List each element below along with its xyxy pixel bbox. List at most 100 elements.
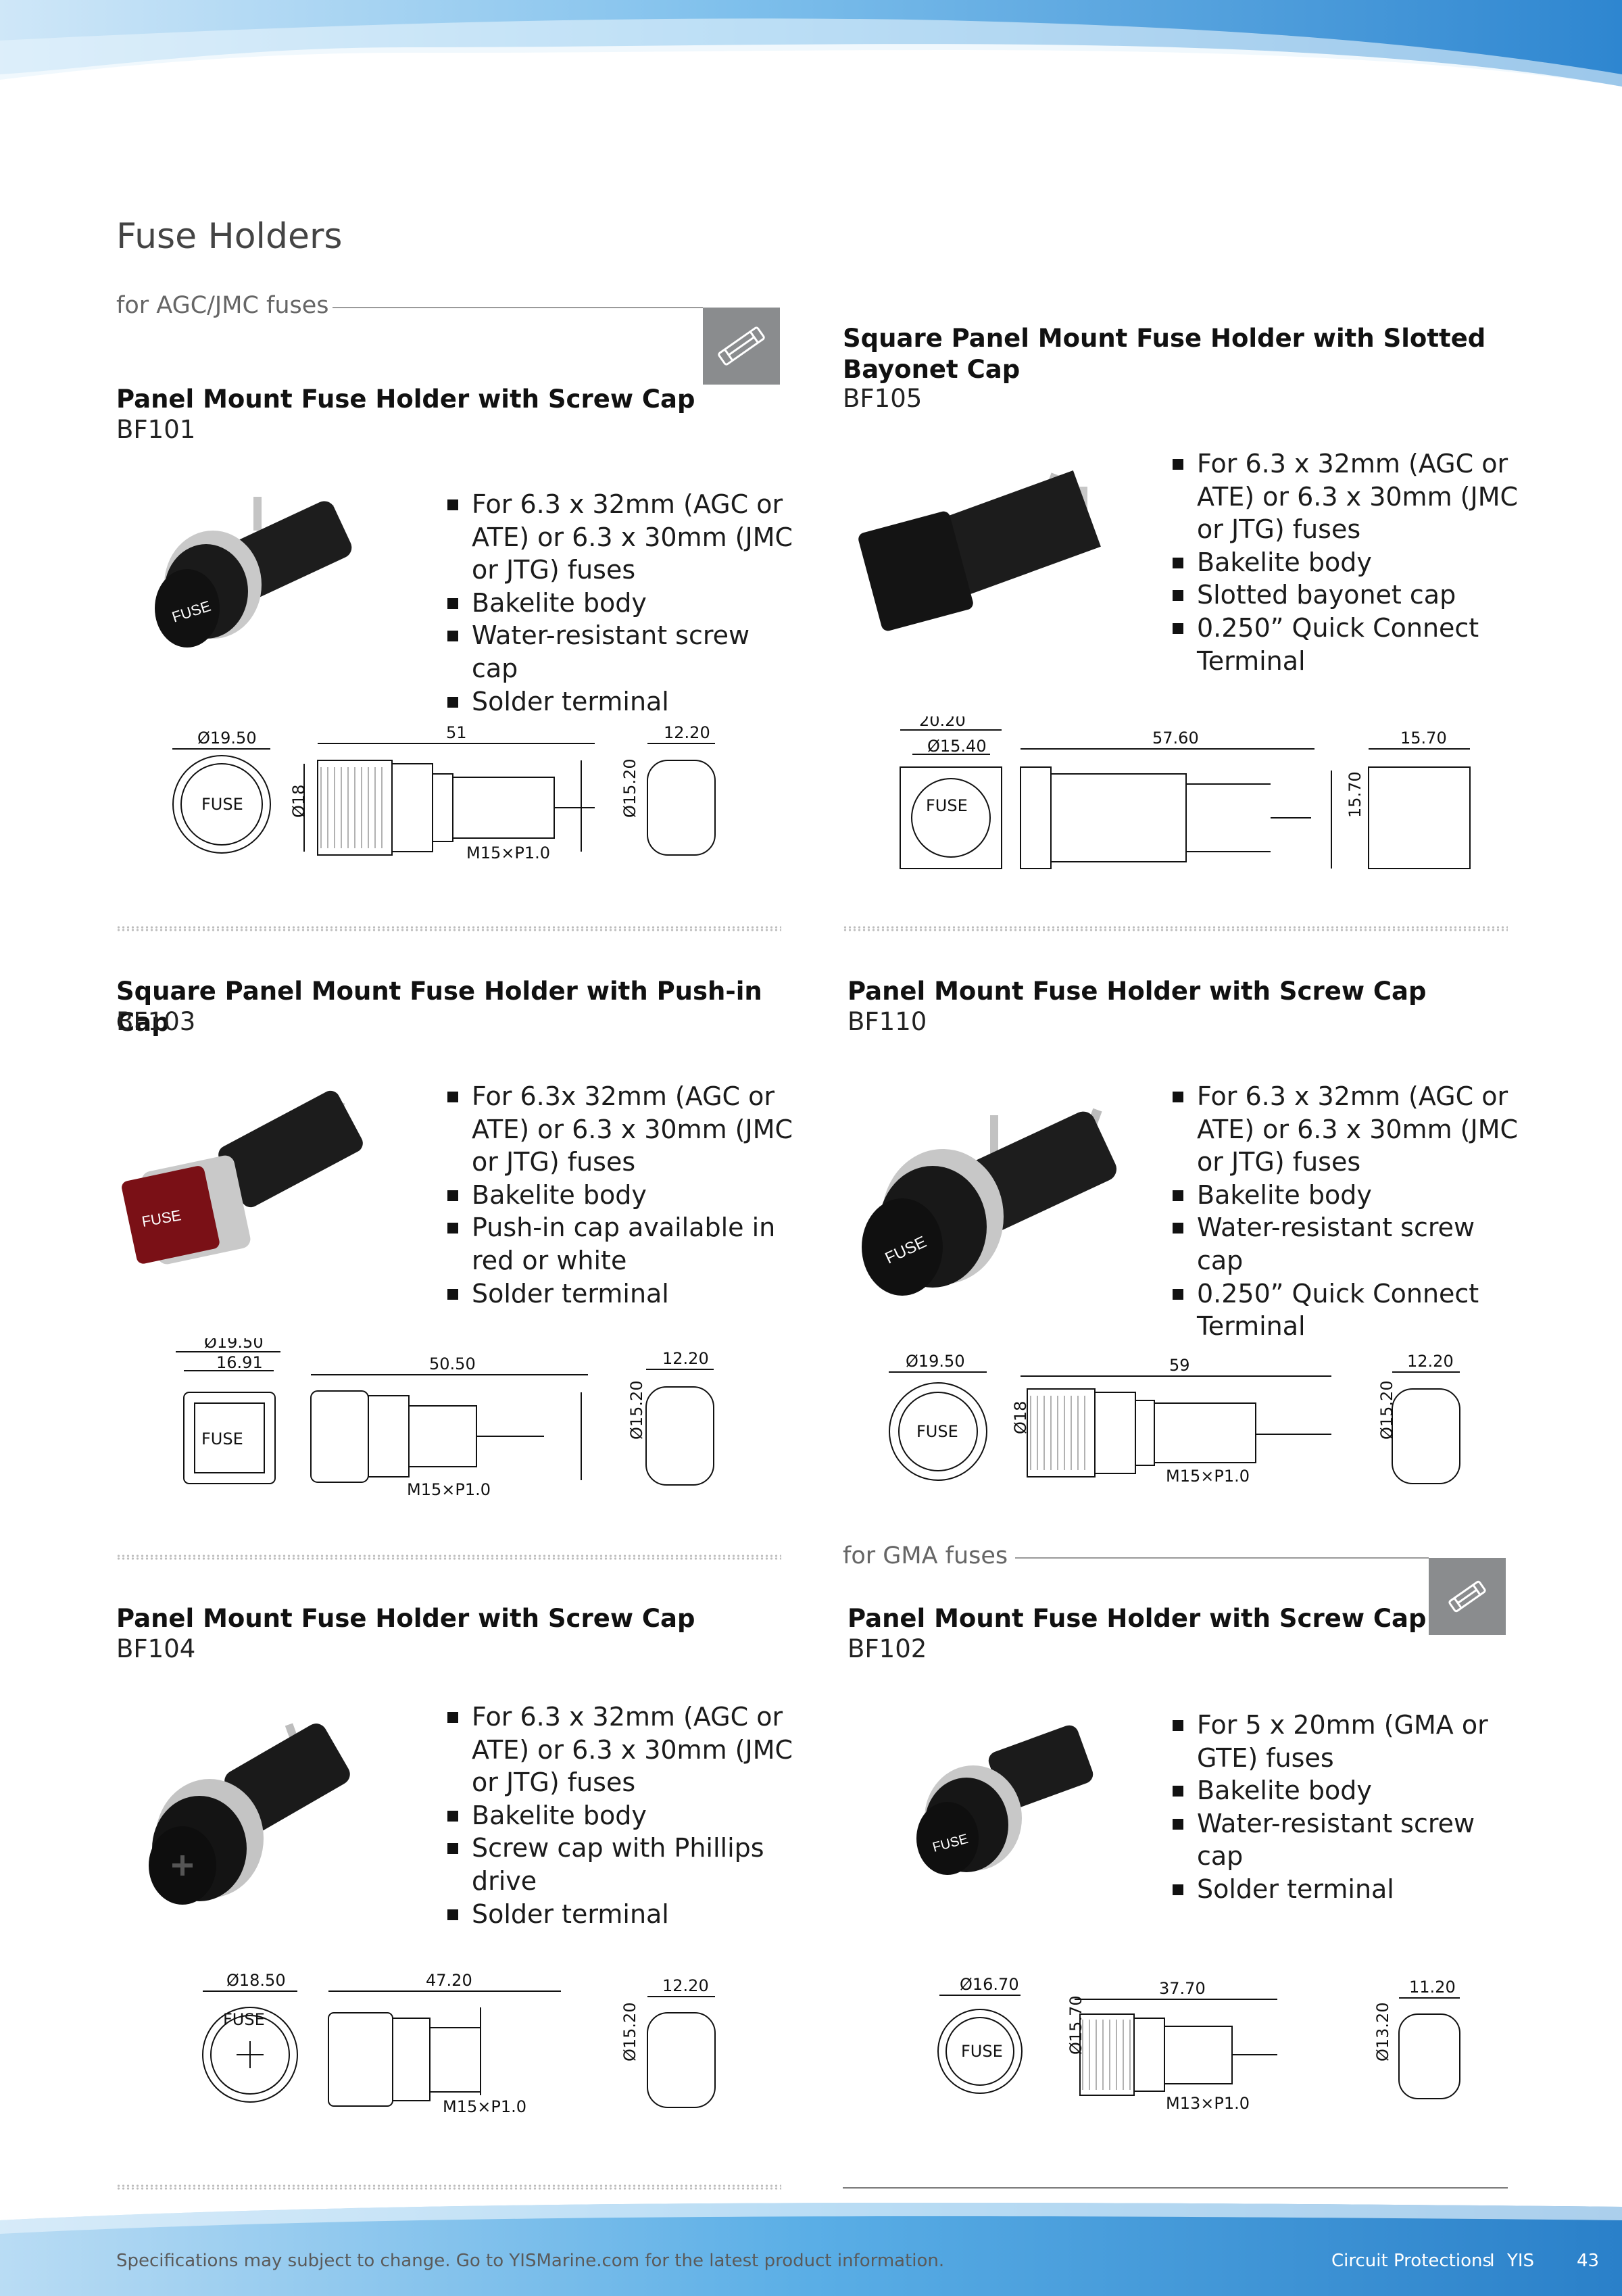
product-title: Square Panel Mount Fuse Holder with Push… — [116, 977, 762, 1037]
product-code: BF102 — [847, 1634, 927, 1663]
dimension-drawing-bf105: 20.20 Ø15.40 57.60 15.70 15.70 FUSE — [900, 716, 1471, 869]
page-title: Fuse Holders — [116, 216, 343, 257]
feature-item: 0.250” Quick Connect Terminal — [1173, 1277, 1524, 1343]
feature-item: Bakelite body — [447, 1179, 799, 1212]
page-number: 43 — [1577, 2251, 1600, 2271]
feature-item: 0.250” Quick Connect Terminal — [1173, 612, 1524, 677]
product-photo-bf104 — [149, 1723, 350, 1905]
dimension-drawing-bf104: Ø18.50 47.20 12.20 Ø15.20 M15×P1.0 FUSE — [202, 1971, 716, 2116]
dim-face-diameter: Ø19.50 — [906, 1352, 965, 1371]
product-photo-bf110: FUSE — [862, 1108, 1117, 1296]
product-code: BF101 — [116, 415, 196, 444]
section-rule-agc — [333, 307, 703, 308]
footer-brand: YIS — [1507, 2251, 1535, 2271]
dim-thread: M15×P1.0 — [443, 2097, 526, 2116]
dim-side-diameter: Ø15.20 — [620, 758, 639, 818]
fuse-category-icon — [1429, 1558, 1506, 1635]
dimension-drawing-bf103: Ø19.50 16.91 50.50 12.20 Ø15.20 M15×P1.0… — [176, 1338, 714, 1499]
section-rule-gma — [1015, 1557, 1429, 1559]
dim-face-diameter: Ø18.50 — [226, 1971, 286, 1990]
feature-item: For 6.3 x 32mm (AGC or ATE) or 6.3 x 30m… — [1173, 1080, 1524, 1179]
feature-item: Bakelite body — [1173, 546, 1524, 579]
top-banner — [0, 0, 1622, 87]
section-divider — [116, 1555, 781, 1560]
product-title: Panel Mount Fuse Holder with Screw Cap — [847, 977, 1427, 1006]
dim-length: 51 — [446, 723, 467, 742]
feature-item: Bakelite body — [447, 587, 799, 620]
feature-item: Slotted bayonet cap — [1173, 579, 1524, 612]
dim-square: 20.20 — [919, 716, 966, 730]
fuse-category-icon — [703, 308, 780, 385]
dim-body-diameter: Ø18 — [1011, 1401, 1030, 1434]
dim-length: 37.70 — [1159, 1979, 1206, 1998]
dim-thread: M15×P1.0 — [466, 844, 550, 862]
dim-depth: 12.20 — [662, 1349, 709, 1368]
section-divider — [843, 2187, 1508, 2189]
product-photo-bf105 — [858, 470, 1101, 631]
product-title: Panel Mount Fuse Holder with Screw Cap — [116, 385, 695, 414]
dimension-drawing-bf101: Ø19.50 51 Ø18 12.20 Ø15.20 M15×P1.0 FUSE — [172, 723, 716, 862]
feature-list: For 6.3x 32mm (AGC or ATE) or 6.3 x 30mm… — [447, 1080, 799, 1310]
dim-side-diameter: Ø15.20 — [620, 2002, 639, 2061]
section-divider — [116, 926, 781, 931]
dim-height: 15.70 — [1346, 771, 1365, 818]
feature-list: For 6.3 x 32mm (AGC or ATE) or 6.3 x 30m… — [447, 488, 799, 718]
dim-thread: M15×P1.0 — [1166, 1467, 1250, 1486]
drawing-cap-text: FUSE — [223, 2010, 265, 2029]
footer-section: Circuit Protections — [1331, 2251, 1492, 2271]
feature-list: For 5 x 20mm (GMA or GTE) fuses Bakelite… — [1173, 1709, 1524, 1906]
feature-item: Push-in cap available in red or white — [447, 1211, 799, 1277]
drawing-cap-text: FUSE — [201, 795, 243, 814]
feature-item: For 6.3 x 32mm (AGC or ATE) or 6.3 x 30m… — [1173, 447, 1524, 546]
drawing-cap-text: FUSE — [961, 2042, 1003, 2061]
dim-body-diameter: Ø15.70 — [1066, 1995, 1085, 2055]
dim-length: 57.60 — [1152, 729, 1199, 748]
product-code: BF104 — [116, 1634, 196, 1663]
feature-item: For 6.3x 32mm (AGC or ATE) or 6.3 x 30mm… — [447, 1080, 799, 1179]
dim-depth: 11.20 — [1409, 1978, 1456, 1997]
product-title: Panel Mount Fuse Holder with Screw Cap — [847, 1604, 1427, 1633]
feature-item: Solder terminal — [447, 1277, 799, 1311]
section-divider — [116, 2184, 781, 2190]
glass-fuse-icon — [718, 326, 765, 366]
product-photo-bf102: FUSE — [916, 1725, 1093, 1875]
dim-side-diameter: Ø15.20 — [1377, 1380, 1396, 1440]
feature-item: For 6.3 x 32mm (AGC or ATE) or 6.3 x 30m… — [447, 488, 799, 587]
product-title: Panel Mount Fuse Holder with Screw Cap — [116, 1604, 695, 1633]
dim-face-diameter: Ø15.40 — [927, 737, 987, 756]
feature-item: For 6.3 x 32mm (AGC or ATE) or 6.3 x 30m… — [447, 1701, 799, 1799]
feature-item: Bakelite body — [447, 1799, 799, 1832]
feature-item: Solder terminal — [447, 1898, 799, 1931]
dim-length: 59 — [1169, 1356, 1190, 1375]
dim-face-diameter: Ø19.50 — [197, 729, 257, 748]
glass-fuse-icon — [1448, 1580, 1486, 1613]
dim-depth: 12.20 — [1407, 1352, 1454, 1371]
product-photo-bf103: FUSE — [122, 1090, 363, 1265]
dimension-drawing-bf102: Ø16.70 37.70 Ø15.70 11.20 Ø13.20 M13×P1.… — [937, 1975, 1460, 2113]
dim-side-diameter: Ø15.20 — [627, 1380, 646, 1440]
drawing-cap-text: FUSE — [916, 1422, 958, 1441]
feature-list: For 6.3 x 32mm (AGC or ATE) or 6.3 x 30m… — [447, 1701, 799, 1930]
feature-item: Water-resistant screw cap — [1173, 1807, 1524, 1873]
dim-length: 50.50 — [429, 1354, 476, 1373]
dim-body-diameter: Ø18 — [289, 785, 308, 818]
feature-item: Bakelite body — [1173, 1774, 1524, 1807]
feature-item: For 5 x 20mm (GMA or GTE) fuses — [1173, 1709, 1524, 1774]
section-label-agc: for AGC/JMC fuses — [116, 292, 329, 319]
feature-item: Screw cap with Phillips drive — [447, 1832, 799, 1897]
dimension-drawing-bf110: Ø19.50 59 Ø18 12.20 Ø15.20 M15×P1.0 FUSE — [889, 1352, 1460, 1486]
feature-item: Bakelite body — [1173, 1179, 1524, 1212]
feature-item: Water-resistant screw cap — [1173, 1211, 1524, 1277]
footer-disclaimer: Specifications may subject to change. Go… — [116, 2251, 945, 2271]
feature-list: For 6.3 x 32mm (AGC or ATE) or 6.3 x 30m… — [1173, 1080, 1524, 1343]
dim-face-diameter: Ø16.70 — [960, 1975, 1019, 1994]
footer-separator: I — [1490, 2251, 1495, 2271]
product-code: BF110 — [847, 1007, 927, 1036]
bottom-banner — [0, 2203, 1622, 2296]
drawing-cap-text: FUSE — [201, 1430, 243, 1448]
dim-face-diameter: Ø19.50 — [204, 1338, 264, 1352]
product-title: Square Panel Mount Fuse Holder with Slot… — [843, 324, 1486, 384]
dim-thread: M13×P1.0 — [1166, 2094, 1250, 2113]
dim-width: 15.70 — [1400, 729, 1447, 748]
dim-thread: M15×P1.0 — [407, 1480, 491, 1499]
